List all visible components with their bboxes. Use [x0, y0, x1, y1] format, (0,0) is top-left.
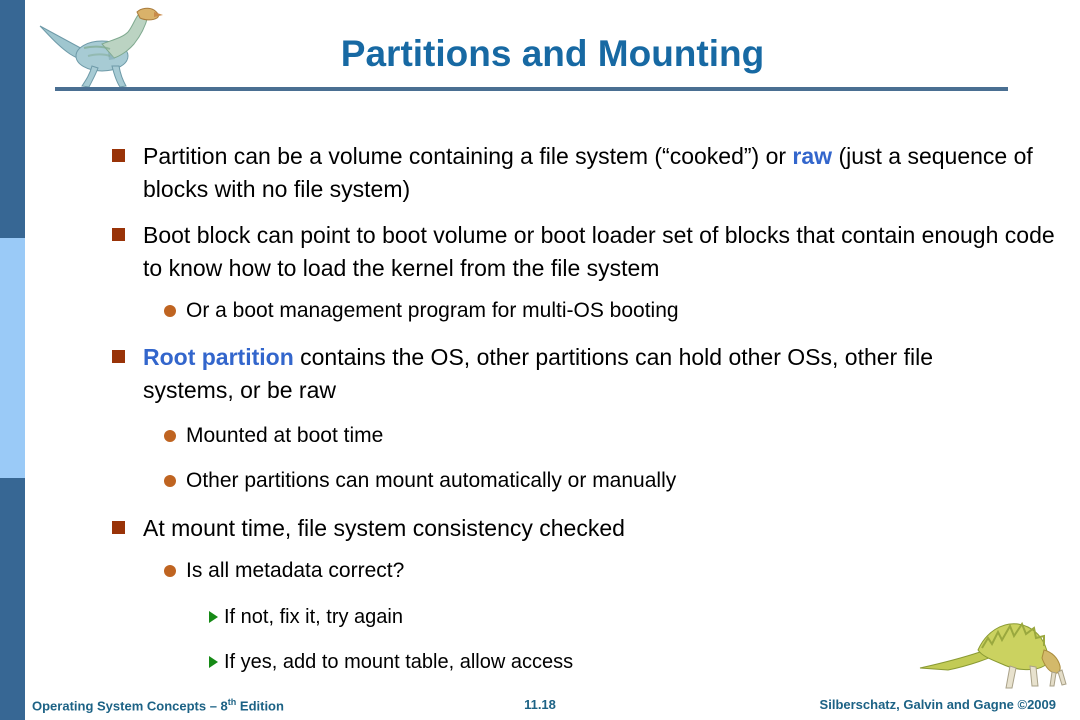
square-bullet-icon [112, 228, 125, 241]
bullet-text-part: contains the OS, other partitions can ho… [143, 344, 933, 403]
circle-bullet-icon [164, 475, 176, 487]
bullet-if-yes: If yes, add to mount table, allow access [209, 650, 573, 675]
bullet-text: Boot block can point to boot volume or b… [143, 222, 1055, 281]
bullet-text: Partition can be a volume containing a f… [143, 140, 1051, 206]
bullet-text-part: Partition can be a volume containing a f… [143, 143, 793, 169]
bullet-other-partitions: Other partitions can mount automatically… [164, 468, 676, 494]
bullet-text: At mount time, file system consistency c… [143, 515, 625, 541]
bullet-boot-management: Or a boot management program for multi-O… [164, 298, 679, 324]
slide-number: 11.18 [524, 697, 556, 712]
bullet-mount-time-check: At mount time, file system consistency c… [112, 512, 625, 545]
bullet-if-not: If not, fix it, try again [209, 605, 403, 630]
arrow-bullet-icon [209, 611, 218, 623]
bullet-text-part: (just a sequence of blocks with no file … [143, 143, 1033, 202]
bullet-text-highlight: raw [792, 143, 833, 169]
bullet-text: Or a boot management program for multi-O… [186, 299, 679, 322]
bullet-text: Is all metadata correct? [186, 559, 405, 582]
footer-book-title-text: Operating System Concepts – 8 [32, 698, 228, 714]
title-underline [55, 87, 1008, 91]
dinosaur-figure-icon [919, 621, 1067, 689]
circle-bullet-icon [164, 565, 176, 577]
footer-edition-text: Edition [236, 698, 284, 714]
bullet-metadata-correct: Is all metadata correct? [164, 558, 404, 584]
square-bullet-icon [112, 521, 125, 534]
footer-edition-sup: th [227, 697, 237, 707]
bullet-root-partition: Root partition contains the OS, other pa… [112, 341, 943, 407]
circle-bullet-icon [164, 305, 176, 317]
bullet-text: Other partitions can mount automatically… [186, 469, 677, 492]
bullet-mounted-boot-time: Mounted at boot time [164, 423, 383, 449]
bullet-text: If yes, add to mount table, allow access [224, 651, 574, 673]
bullet-text: Mounted at boot time [186, 424, 384, 447]
square-bullet-icon [112, 149, 125, 162]
bullet-boot-block: Boot block can point to boot volume or b… [112, 219, 1063, 285]
square-bullet-icon [112, 350, 125, 363]
footer-book-title: Operating System Concepts – 8th Edition [32, 697, 284, 713]
bullet-text-highlight: Root partition [143, 344, 294, 370]
page-title: Partitions and Mounting [340, 33, 765, 74]
bullet-text: Root partition contains the OS, other pa… [143, 341, 943, 407]
sidebar-segment-top [0, 0, 25, 238]
dinosaur-icon [39, 7, 163, 88]
footer-authors: Silberschatz, Galvin and Gagne ©2009 [819, 697, 1056, 712]
bullet-text: If not, fix it, try again [224, 606, 403, 628]
circle-bullet-icon [164, 430, 176, 442]
bullet-partition-raw: Partition can be a volume containing a f… [112, 140, 1051, 206]
arrow-bullet-icon [209, 656, 218, 668]
sidebar-segment-middle [0, 238, 25, 478]
sidebar-segment-bottom [0, 478, 25, 720]
